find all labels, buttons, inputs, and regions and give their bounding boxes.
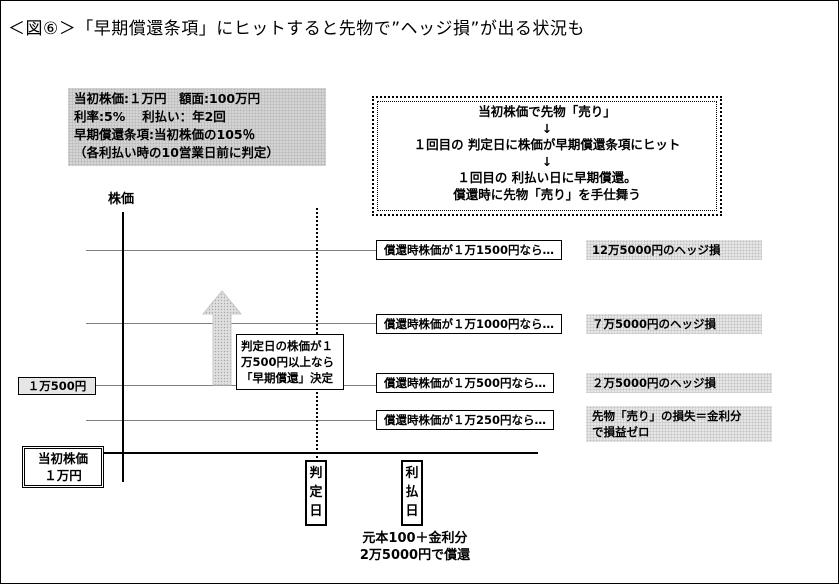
flow-arrow: ↓ xyxy=(541,120,553,136)
initial-price-label: 当初株価 xyxy=(37,451,88,466)
condition-line: 利率:5% 利払い：年2回 xyxy=(74,109,226,124)
y-axis-label: 株価 xyxy=(108,192,135,207)
condition-line: （各利払い時の10営業日前に判定） xyxy=(74,145,279,160)
price-tag-10500: １万500円 xyxy=(18,377,96,395)
scenario-result-line: で損益ゼロ xyxy=(592,425,650,439)
scenario-result: ７万5000円のヘッジ損 xyxy=(586,314,762,334)
price-line-10250 xyxy=(86,420,376,421)
x-axis xyxy=(100,452,538,454)
condition-line: 早期償還条項:当初株価の105％ xyxy=(74,127,256,142)
scenario-condition: 償還時株価が１万1000円なら… xyxy=(376,314,563,334)
flow-arrow: ↓ xyxy=(541,153,553,169)
y-axis xyxy=(122,212,124,482)
payment-day-label: 利 払 日 xyxy=(401,460,423,526)
scenario-condition: 償還時株価が１万1500円なら… xyxy=(376,240,563,260)
initial-price-value: １万円 xyxy=(44,468,82,483)
flow-step-4: 償還時に先物「売り」を手仕舞う xyxy=(453,186,641,202)
flow-step-1: 当初株価で先物「売り」 xyxy=(478,104,616,119)
scenario-condition: 償還時株価が１万250円なら… xyxy=(376,410,555,430)
condition-line: 当初株価:１万円 額面:100万円 xyxy=(74,91,261,106)
final-redemption-note: 元本100＋金利分 2万5000円で償還 xyxy=(359,531,471,563)
flow-box: 当初株価で先物「売り」 ↓ １回目の 判定日に株価が早期償還条項にヒット ↓ １… xyxy=(372,96,722,216)
scenario-result: 12万5000円のヘッジ損 xyxy=(586,240,762,260)
up-arrow-icon xyxy=(202,290,242,386)
judge-day-label: 判 定 日 xyxy=(305,460,327,526)
scenario-result-line: 先物「売り」の損失＝金利分 xyxy=(592,409,742,423)
initial-price-box: 当初株価 １万円 xyxy=(22,446,104,488)
judge-note-box: 判定日の株価が１ 万500円以上なら 「早期償還」決定 xyxy=(236,334,344,390)
flow-step-3: １回目の 利払い日に早期償還。 xyxy=(457,170,637,185)
conditions-box: 当初株価:１万円 額面:100万円 利率:5% 利払い：年2回 早期償還条項:当… xyxy=(68,88,326,166)
price-line-11500 xyxy=(86,250,376,251)
scenario-result: 先物「売り」の損失＝金利分 で損益ゼロ xyxy=(586,406,772,442)
judge-note-line: 判定日の株価が１ xyxy=(241,339,333,353)
scenario-condition: 償還時株価が１万500円なら… xyxy=(376,373,555,393)
flow-step-2: １回目の 判定日に株価が早期償還条項にヒット xyxy=(413,137,681,152)
scenario-result: ２万5000円のヘッジ損 xyxy=(586,373,772,393)
figure-title: ＜図⑥＞「早期償還条項」にヒットすると先物で”ヘッジ損”が出る状況も xyxy=(8,19,585,39)
judge-note-line: 「早期償還」決定 xyxy=(241,371,333,385)
judge-note-line: 万500円以上なら xyxy=(241,355,335,369)
